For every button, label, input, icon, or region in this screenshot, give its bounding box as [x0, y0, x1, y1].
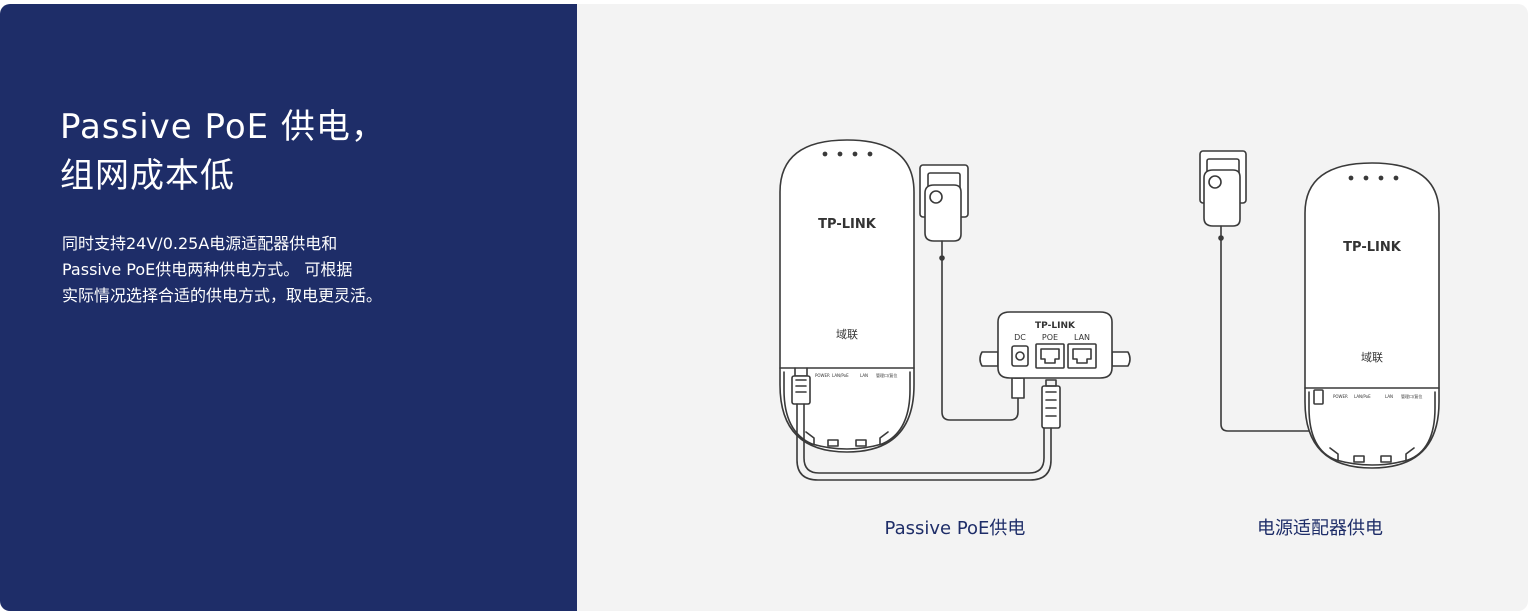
ap-port-label: LAN — [860, 373, 868, 378]
wall-adapter-right — [1199, 150, 1247, 241]
headline-line-1: Passive PoE 供电， — [60, 107, 386, 147]
ap-port-label: LAN/PoE — [1354, 394, 1371, 399]
ap-logo-right: 域联 — [1361, 351, 1383, 364]
wall-adapter-left — [919, 164, 969, 261]
injector-port-lan-label: LAN — [1074, 333, 1090, 342]
description-line: Passive PoE供电两种供电方式。 可根据 — [62, 260, 353, 279]
poe-cable — [796, 403, 1052, 481]
description-line: 同时支持24V/0.25A电源适配器供电和 — [62, 234, 338, 253]
ap-brand-label-left: TP-LINK — [818, 217, 877, 232]
ap-port-label: 管理口/复位 — [1401, 393, 1422, 399]
ap-port-label: LAN — [1385, 394, 1393, 399]
description-line: 实际情况选择合适的供电方式，取电更灵活。 — [62, 286, 383, 305]
ap-port-label: POWER — [1333, 394, 1348, 399]
caption-passive-poe: Passive PoE供电 — [884, 518, 1026, 539]
injector-brand-label: TP-LINK — [1035, 321, 1076, 331]
ap-port-label: LAN/PoE — [832, 373, 849, 378]
adapter-cable — [1220, 239, 1319, 432]
dc-cable — [941, 259, 1019, 421]
injector-port-dc-label: DC — [1014, 333, 1026, 342]
caption-power-adapter: 电源适配器供电 — [1257, 518, 1383, 539]
access-point-left — [779, 139, 915, 453]
injector-port-poe-label: POE — [1042, 333, 1058, 342]
access-point-right — [1304, 162, 1440, 469]
headline-line-2: 组网成本低 — [60, 156, 235, 196]
feature-text-panel — [0, 4, 577, 611]
ap-brand-label-right: TP-LINK — [1343, 240, 1402, 255]
ap-port-label: POWER — [815, 373, 830, 378]
feature-headline: Passive PoE 供电， 组网成本低 — [60, 103, 386, 201]
feature-description: 同时支持24V/0.25A电源适配器供电和 Passive PoE供电两种供电方… — [62, 231, 382, 309]
ap-port-label: 管理口/复位 — [876, 372, 897, 378]
ap-logo-left: 域联 — [836, 328, 858, 341]
poe-injector — [979, 311, 1131, 379]
